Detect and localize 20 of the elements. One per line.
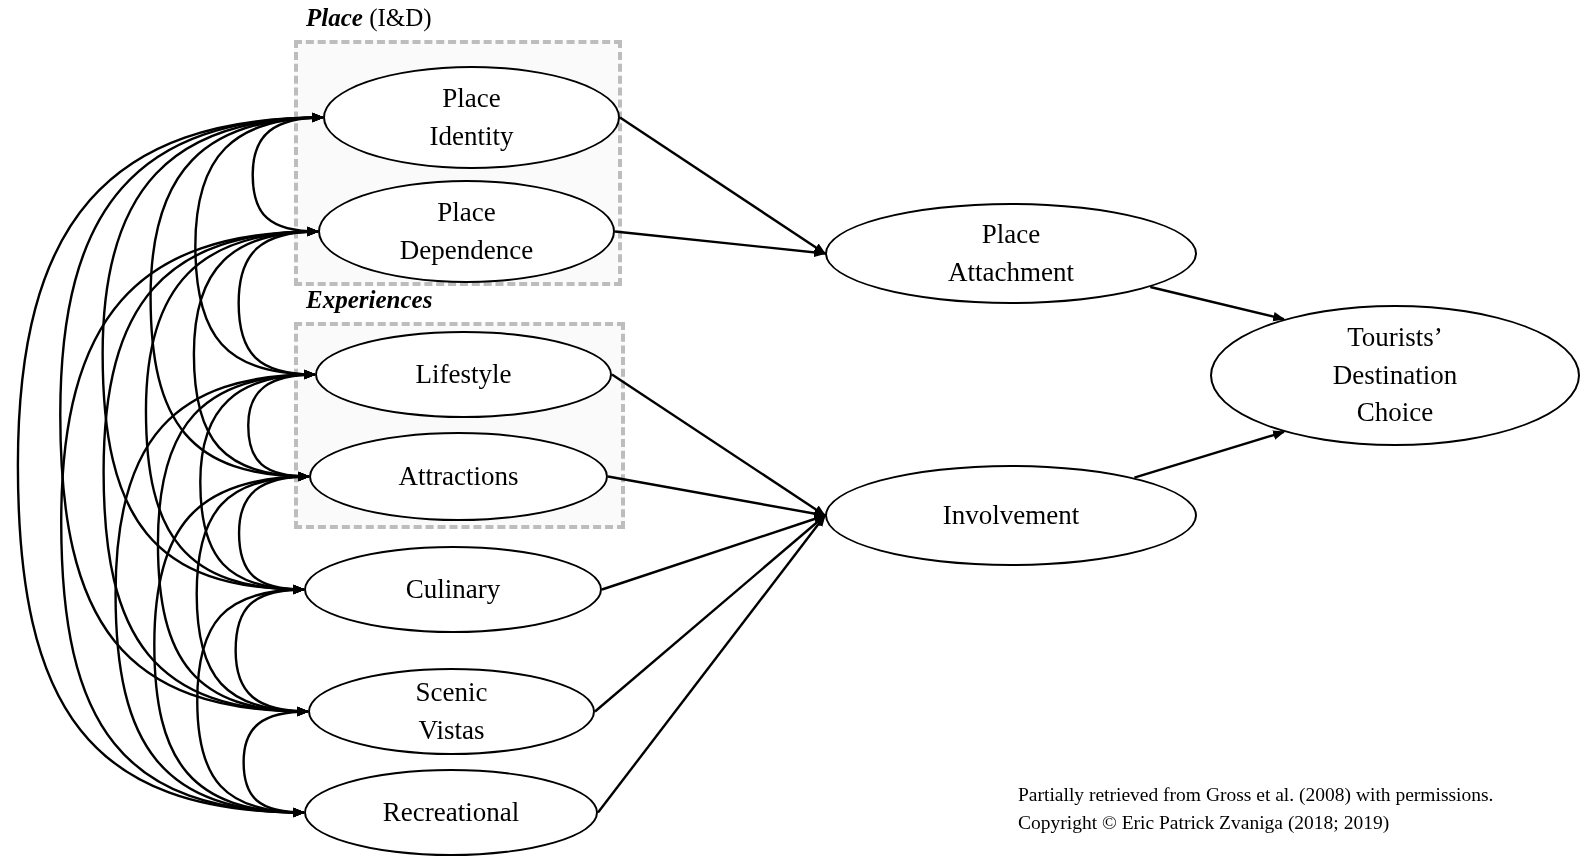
- construct-ellipse: Lifestyle: [315, 331, 612, 418]
- construct-ellipse: Scenic Vistas: [308, 668, 595, 755]
- construct-ellipse: Recreational: [304, 769, 598, 856]
- arrow: [1150, 285, 1286, 322]
- construct-ellipse: Place Attachment: [825, 203, 1197, 304]
- source-note: Copyright © Eric Patrick Zvaniga (2018; 2019): [1018, 812, 1390, 834]
- construct-ellipse: Involvement: [825, 465, 1197, 566]
- group-heading: Place (I&D): [306, 4, 432, 32]
- construct-ellipse: Tourists’ Destination Choice: [1210, 305, 1580, 446]
- arrow: [619, 116, 826, 255]
- group-heading: Experiences: [306, 286, 433, 314]
- construct-ellipse: Place Identity: [323, 66, 620, 169]
- construct-ellipse: Place Dependence: [318, 180, 615, 283]
- construct-ellipse: Attractions: [309, 432, 608, 521]
- arrow: [614, 230, 827, 258]
- arrow: [611, 373, 826, 517]
- arrow: [1134, 430, 1286, 479]
- source-note: Partially retrieved from Gross et al. (2008) with permissions.: [1018, 784, 1494, 806]
- arrow: [597, 514, 826, 814]
- construct-ellipse: Culinary: [304, 546, 602, 633]
